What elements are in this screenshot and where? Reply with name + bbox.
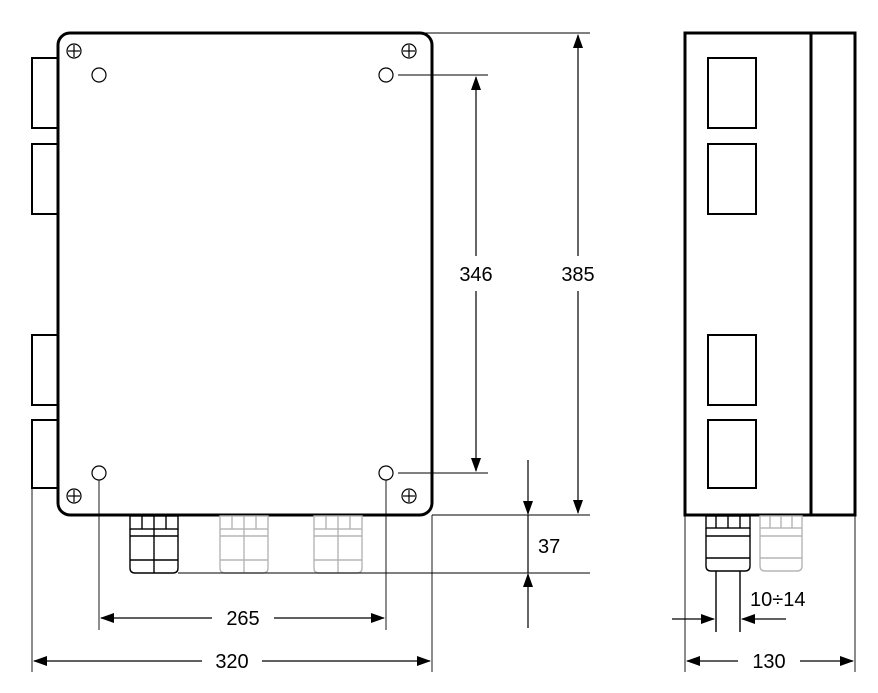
dimension-label-320: 320 <box>215 651 248 673</box>
side-view: 10÷14 130 <box>672 31 857 673</box>
corner-screw-icon <box>66 43 82 59</box>
cable-gland-icon <box>759 515 803 572</box>
mounting-hole-icon <box>378 465 394 481</box>
dimension-label-37: 37 <box>538 536 560 558</box>
side-window <box>707 57 757 129</box>
dimension-label-346: 346 <box>459 264 492 286</box>
mounting-hole-icon <box>91 465 107 481</box>
cable-gland-icon <box>219 515 269 574</box>
side-window <box>707 419 757 489</box>
side-window <box>707 143 757 215</box>
corner-screw-icon <box>401 43 417 59</box>
side-connector-3 <box>31 334 59 406</box>
corner-screw-icon <box>401 488 417 504</box>
dimension-label-385: 385 <box>561 264 594 286</box>
side-connector-4 <box>31 419 59 489</box>
mounting-hole-icon <box>378 67 394 83</box>
dimension-label-265: 265 <box>226 608 259 630</box>
side-connector-1 <box>31 57 59 129</box>
dimension-label-cable: 10÷14 <box>750 589 805 611</box>
corner-screw-icon <box>66 488 82 504</box>
enclosure-front <box>56 31 434 517</box>
mounting-hole-icon <box>91 67 107 83</box>
dimension-label-130: 130 <box>752 651 785 673</box>
side-connector-2 <box>31 143 59 215</box>
enclosure-side <box>683 31 857 517</box>
side-window <box>707 334 757 406</box>
cable-gland-icon <box>129 515 179 574</box>
front-view: 346 385 37 265 320 <box>31 31 595 673</box>
cable-gland-icon <box>313 515 363 574</box>
cable-gland-icon <box>705 515 751 632</box>
